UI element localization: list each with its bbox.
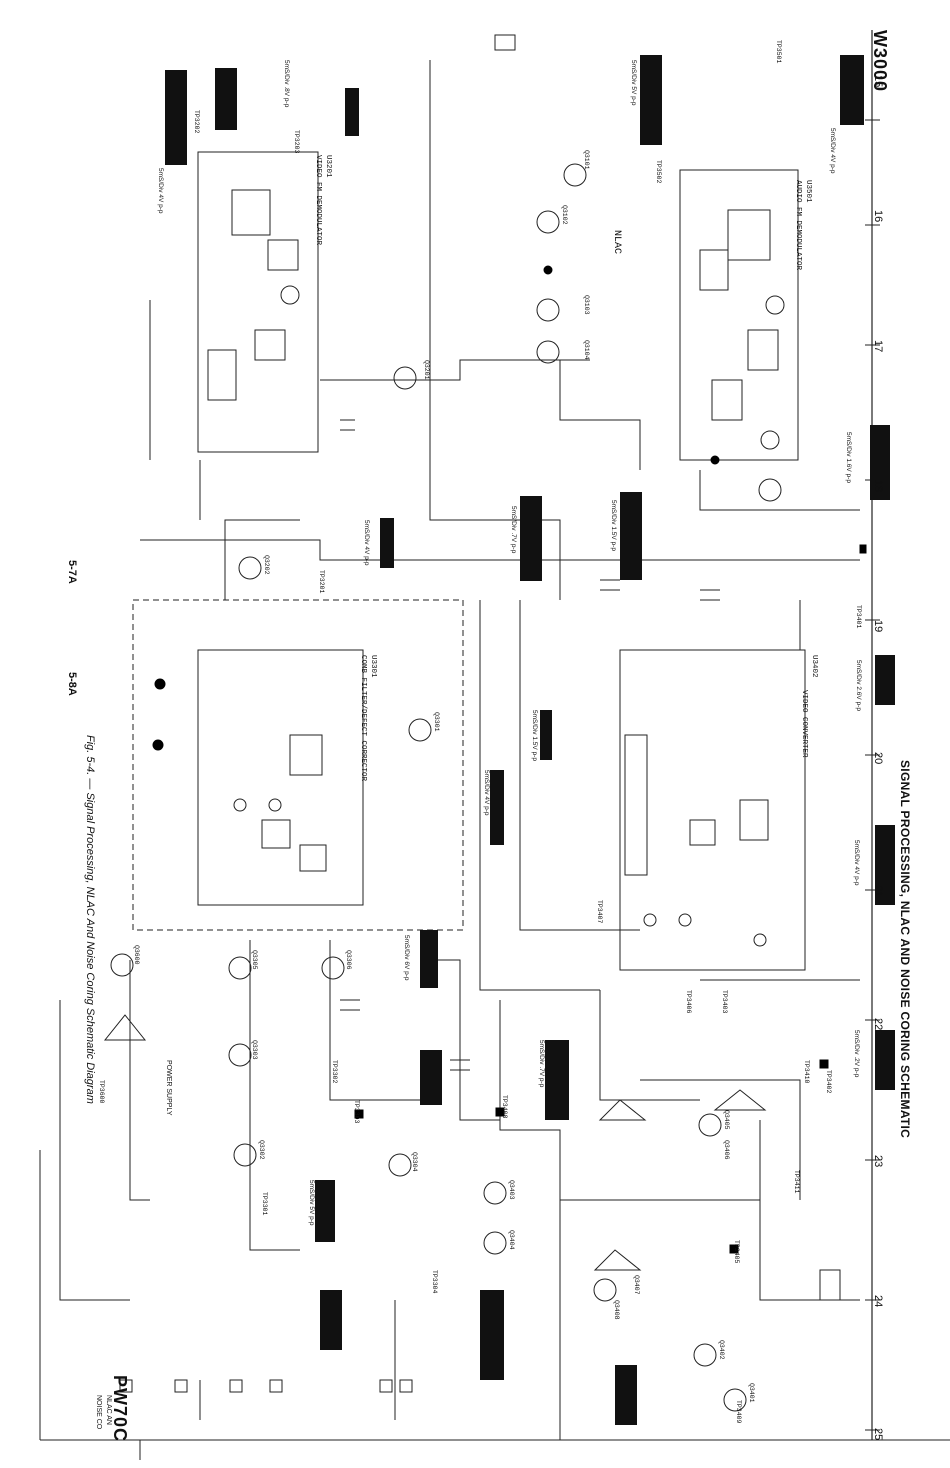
waveform-label: 5mS/Div .7V p-p <box>538 1040 545 1088</box>
waveform-label: 5mS/Div 6V p-p <box>403 935 410 981</box>
section-power-supply: POWER SUPPLY <box>165 1060 172 1116</box>
transistor-label: Q3101 <box>583 150 590 170</box>
test-point-label: TP3202 <box>193 110 200 134</box>
transistor-label: Q3304 <box>411 1152 418 1172</box>
block-name-u3301: U3301 <box>369 655 377 678</box>
waveform-label: 5mS/Div .7V p-p <box>510 506 517 554</box>
board-sub-1: NLAC AN <box>105 1395 112 1425</box>
test-point-label: TP3303 <box>353 1100 360 1124</box>
block-name-u3501: U3501 <box>804 180 812 203</box>
transistor-label: Q3407 <box>633 1275 640 1295</box>
page-title: SIGNAL PROCESSING, NLAC AND NOISE CORING… <box>898 760 912 1139</box>
page-number-left: 5-7A <box>66 560 78 584</box>
transistor-label: Q3406 <box>723 1140 730 1160</box>
grid-number: 15 <box>872 75 884 88</box>
grid-number: 23 <box>872 1155 884 1168</box>
block-desc-u3201: VIDEO FM DEMODULATOR <box>314 155 322 246</box>
grid-number: 16 <box>872 210 884 223</box>
board-label: PW70C <box>110 1375 130 1443</box>
block-desc-u3402: VIDEO CONVERTER <box>800 690 808 758</box>
grid-number: 18 <box>872 480 884 493</box>
waveform-label: 5mS/Div 1.6V p-p <box>845 432 852 483</box>
waveform-label: 5mS/Div 4V p-p <box>829 128 836 174</box>
test-point-label: TP3201 <box>318 570 325 594</box>
transistor-label: Q3403 <box>508 1180 515 1200</box>
grid-number: 24 <box>872 1295 884 1308</box>
test-point-label: TP3411 <box>793 1170 800 1194</box>
waveform-label: 5mS/Div 4V p-p <box>157 168 164 214</box>
waveform-label: 5mS/Div .8V p-p <box>283 60 290 108</box>
transistor-label: Q3302 <box>258 1140 265 1160</box>
board-sub-2: NOISE CO <box>95 1395 102 1430</box>
grid-number: 17 <box>872 340 884 353</box>
block-name-u3201: U3201 <box>324 155 332 178</box>
block-desc-u3301: COMB FILTER/DEFECT CORRECTOR <box>359 655 367 782</box>
transistor-label: Q3401 <box>748 1383 755 1403</box>
block-name-nlac: NLAC <box>611 230 622 255</box>
figure-caption: Fig. 5-4. — Signal Processing, NLAC And … <box>84 735 96 1104</box>
waveform-label: 5mS/Div .2V p-p <box>853 1030 860 1078</box>
transistor-label: Q3402 <box>718 1340 725 1360</box>
transistor-label: Q3600 <box>133 945 140 965</box>
grid-number: 22 <box>872 1018 884 1031</box>
grid-number: 21 <box>872 885 884 898</box>
waveform-label: 5mS/Div 5V p-p <box>308 1180 315 1226</box>
waveform-label: 5mS/Div 1.5V p-p <box>531 710 538 761</box>
test-point-label: TP3304 <box>431 1270 438 1294</box>
block-desc-u3501: AUDIO FM DEMODULATOR <box>794 180 802 271</box>
test-point-label: TP3410 <box>803 1060 810 1084</box>
waveform-label: 5mS/Div 4V p-p <box>363 520 370 566</box>
transistor-label: Q3303 <box>251 1040 258 1060</box>
test-point-label: TP3408 <box>501 1095 508 1119</box>
test-point-label: TP3302 <box>331 1060 338 1084</box>
test-point-label: TP3502 <box>655 160 662 184</box>
test-point-label: TP3301 <box>261 1192 268 1216</box>
test-point-label: TP3401 <box>855 605 862 629</box>
waveform-label: 5mS/Div 5V p-p <box>630 60 637 106</box>
grid-number: 25 <box>872 1428 884 1441</box>
waveform-label: 5mS/Div 4V p-p <box>853 840 860 886</box>
transistor-label: Q3201 <box>423 360 430 380</box>
test-point-label: TP3407 <box>596 900 603 924</box>
transistor-label: Q3102 <box>561 205 568 225</box>
transistor-label: Q3202 <box>263 555 270 575</box>
test-point-label: TP3402 <box>825 1070 832 1094</box>
transistor-label: Q3405 <box>723 1110 730 1130</box>
grid-number: 20 <box>872 752 884 765</box>
page-number-right: 5-8A <box>66 672 78 696</box>
waveform-label: 5mS/Div 1.5V p-p <box>610 500 617 551</box>
test-point-label: TP3600 <box>98 1080 105 1104</box>
test-point-label: TP3501 <box>775 40 782 64</box>
transistor-label: Q3103 <box>583 295 590 315</box>
transistor-label: Q3104 <box>583 340 590 360</box>
transistor-label: Q3305 <box>251 950 258 970</box>
block-name-u3402: U3402 <box>810 655 818 678</box>
test-point-label: TP3203 <box>293 130 300 154</box>
test-point-label: TP3409 <box>735 1400 742 1424</box>
test-point-label: TP3406 <box>685 990 692 1014</box>
transistor-label: Q3301 <box>433 712 440 732</box>
transistor-label: Q3306 <box>345 950 352 970</box>
grid-number: 19 <box>872 620 884 633</box>
waveform-label: 5mS/Div 4V p-p <box>483 770 490 816</box>
transistor-label: Q3404 <box>508 1230 515 1250</box>
test-point-label: TP3405 <box>733 1240 740 1264</box>
waveform-label: 5mS/Div 2.6V p-p <box>855 660 862 711</box>
test-point-label: TP3403 <box>721 990 728 1014</box>
transistor-label: Q3408 <box>613 1300 620 1320</box>
